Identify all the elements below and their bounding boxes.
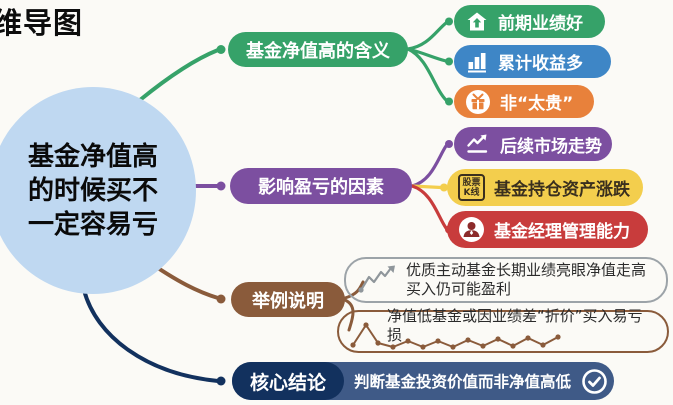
- node-early-performance[interactable]: 前期业绩好: [454, 5, 605, 38]
- node-label: 非“太贵”: [500, 94, 574, 114]
- node-cumulative-return[interactable]: 累计收益多: [454, 45, 611, 78]
- house-up-icon: [465, 10, 489, 34]
- central-topic-line: 一定容易亏: [27, 209, 158, 240]
- trend-up-icon: [465, 132, 491, 156]
- zigzag-up-arrow-icon: [356, 264, 398, 296]
- node-manager-ability[interactable]: 基金经理管理能力: [447, 211, 648, 248]
- example-text: 优质主动基金长期业绩亮眼净值走高买入仍可能盈利: [406, 261, 647, 298]
- branch-node-meaning[interactable]: 基金净值高的含义: [228, 32, 408, 67]
- bar-chart-icon: [465, 50, 489, 74]
- branch-node-label: 核心结论: [250, 371, 327, 394]
- central-topic-line: 基金净值高: [27, 141, 158, 172]
- node-label: 累计收益多: [498, 54, 583, 74]
- branch-node-examples[interactable]: 举例说明: [231, 282, 345, 317]
- node-not-expensive[interactable]: 非“太贵”: [454, 85, 594, 118]
- central-topic[interactable]: 基金净值高 的时候买不 一定容易亏: [0, 87, 196, 294]
- zigzag-dots-icon: [350, 322, 561, 350]
- central-topic-line: 的时候买不: [27, 175, 158, 206]
- conclusion-title-pill: 核心结论: [232, 362, 345, 400]
- branch-node-conclusion[interactable]: 核心结论 判断基金投资价值而非净值高低: [232, 362, 614, 400]
- branch-node-label: 基金净值高的含义: [246, 40, 390, 62]
- example-text: 净值低基金或因业绩差“折价”买入易亏损: [387, 307, 643, 344]
- node-market-trend[interactable]: 后续市场走势: [454, 127, 612, 161]
- check-circle-icon: [581, 368, 608, 395]
- person-icon: [458, 216, 485, 243]
- kline-icon: 股票 K线: [458, 174, 485, 201]
- page-title: 维导图: [0, 6, 84, 40]
- node-label: 后续市场走势: [500, 136, 602, 157]
- example-box-loss[interactable]: 净值低基金或因业绩差“折价”买入易亏损: [337, 307, 669, 353]
- node-label: 基金持仓资产涨跌: [494, 180, 630, 200]
- branch-node-label: 影响盈亏的因素: [258, 177, 384, 198]
- node-label: 前期业绩好: [498, 14, 583, 34]
- node-label: 基金经理管理能力: [494, 222, 630, 242]
- gift-icon: [465, 89, 491, 115]
- node-holdings-fluctuation[interactable]: 股票 K线 基金持仓资产涨跌: [447, 169, 643, 206]
- example-box-gain[interactable]: 优质主动基金长期业绩亮眼净值走高买入仍可能盈利: [344, 257, 668, 303]
- conclusion-text: 判断基金投资价值而非净值高低: [354, 373, 572, 391]
- branch-node-label: 举例说明: [252, 290, 324, 312]
- branch-node-factors[interactable]: 影响盈亏的因素: [230, 168, 412, 204]
